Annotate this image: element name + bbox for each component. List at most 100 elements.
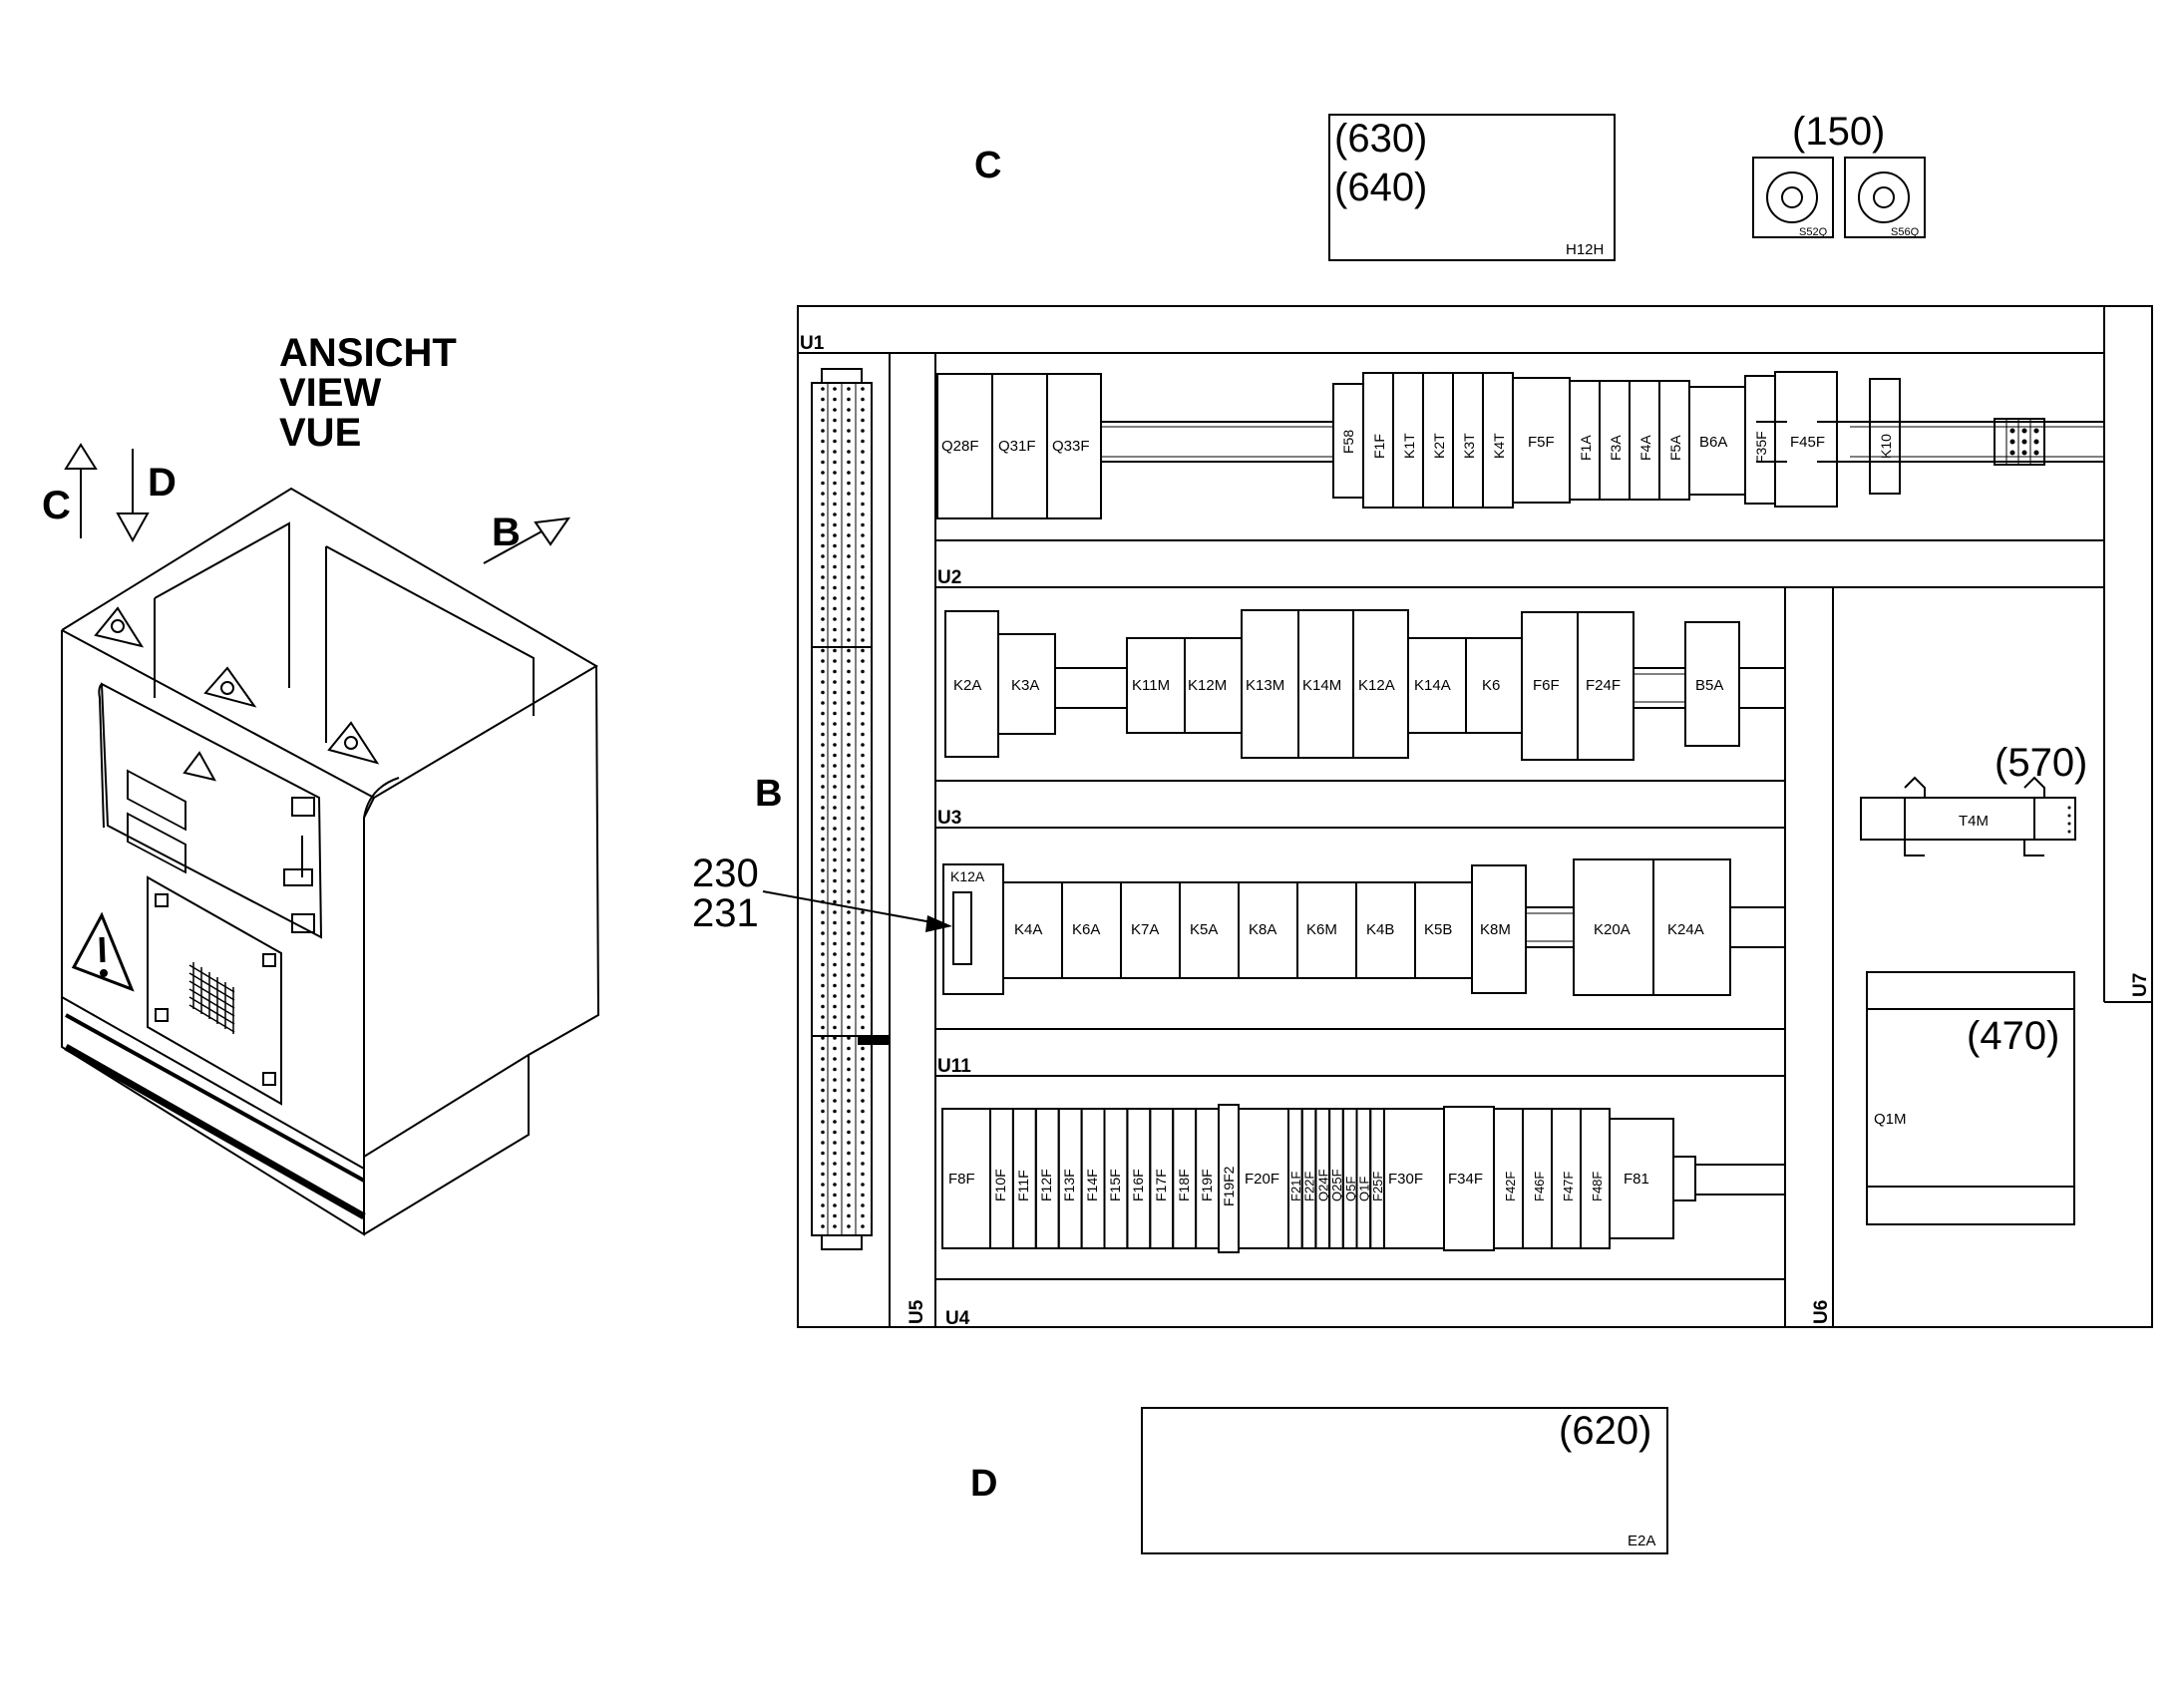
terminal-dot — [847, 1046, 851, 1051]
terminal-dot — [821, 743, 825, 747]
terminal-dot — [833, 1067, 837, 1072]
section-d-label: D — [970, 1463, 997, 1505]
u2-k14m: K14M — [1302, 677, 1341, 694]
terminal-dot — [847, 638, 851, 642]
terminal-dot — [861, 878, 865, 883]
terminal-dot — [821, 774, 825, 779]
terminal-dot — [821, 1046, 825, 1051]
terminal-dot — [833, 837, 837, 842]
terminal-dot — [821, 627, 825, 632]
terminal-dot — [847, 460, 851, 465]
terminal-dot — [847, 952, 851, 956]
terminal-dot — [847, 1162, 851, 1166]
u11-f16f: F16F — [1130, 1169, 1146, 1201]
terminal-dot — [847, 1099, 851, 1103]
terminal-dot — [833, 1224, 837, 1228]
terminal-dot — [821, 931, 825, 935]
u11-f22f: F22F — [1302, 1172, 1317, 1201]
u11-f48f: F48F — [1590, 1172, 1605, 1201]
terminal-dot — [861, 1213, 865, 1218]
terminal-dot — [847, 732, 851, 737]
terminal-dot — [861, 1067, 865, 1072]
section-c-label: C — [974, 145, 1001, 186]
terminal-dot — [821, 889, 825, 893]
terminal-dot — [833, 617, 837, 621]
terminal-dot — [847, 857, 851, 862]
u11-f8f: F8F — [948, 1171, 975, 1188]
terminal-dot — [821, 795, 825, 800]
terminal-dot — [847, 1141, 851, 1145]
terminal-dot — [821, 1015, 825, 1019]
terminal-dot — [833, 492, 837, 496]
terminal-dot — [833, 397, 837, 402]
terminal-dot — [821, 1141, 825, 1145]
terminal-dot — [861, 1141, 865, 1145]
arrow-diagonal-icon — [534, 516, 571, 546]
terminal-dot — [861, 1151, 865, 1156]
terminal-dot — [861, 554, 865, 558]
terminal-dot — [847, 837, 851, 842]
terminal-dot — [833, 533, 837, 537]
u11-f81: F81 — [1624, 1171, 1649, 1188]
arrow-up-icon — [64, 443, 98, 470]
terminal-dot — [847, 680, 851, 684]
u2-k13m: K13M — [1246, 677, 1284, 694]
u1-q28f: Q28F — [941, 438, 979, 455]
terminal-dot — [847, 512, 851, 516]
terminal-dot — [833, 962, 837, 967]
rail-u11: U11 — [937, 1056, 971, 1077]
terminal-dot — [847, 827, 851, 831]
terminal-dot — [821, 1057, 825, 1061]
terminal-dot — [821, 564, 825, 569]
terminal-dot — [847, 1183, 851, 1187]
rail-u5: U5 — [907, 1299, 927, 1324]
terminal-dot — [861, 1162, 865, 1166]
terminal-dot — [861, 973, 865, 977]
terminal-dot — [833, 554, 837, 558]
terminal-dot — [847, 941, 851, 946]
terminal-dot — [833, 722, 837, 726]
terminal-dot — [833, 848, 837, 852]
u3-k5b: K5B — [1424, 921, 1452, 938]
terminal-dot — [821, 753, 825, 758]
terminal-dot — [821, 690, 825, 695]
terminal-dot — [821, 659, 825, 663]
terminal-dot — [821, 1120, 825, 1124]
terminal-dot — [833, 1015, 837, 1019]
terminal-dot — [847, 910, 851, 914]
terminal-dot — [847, 596, 851, 600]
terminal-dot — [861, 764, 865, 768]
terminal-dot — [821, 711, 825, 716]
terminal-dot — [861, 889, 865, 893]
terminal-dot — [847, 533, 851, 537]
terminal-dot — [861, 659, 865, 663]
terminal-dot — [821, 585, 825, 590]
view-title-line-2: VIEW — [279, 371, 381, 415]
terminal-dot — [833, 606, 837, 611]
terminal-dot — [847, 994, 851, 998]
terminal-dot — [847, 1109, 851, 1114]
terminal-dot — [833, 899, 837, 904]
terminal-dot — [861, 857, 865, 862]
u1-b6a: B6A — [1699, 434, 1727, 451]
terminal-dot — [847, 1213, 851, 1218]
terminal-dot — [847, 1120, 851, 1124]
u3-k7a: K7A — [1131, 921, 1159, 938]
terminal-dot — [833, 1004, 837, 1009]
terminal-dot — [861, 1099, 865, 1103]
terminal-dot — [847, 1025, 851, 1030]
terminal-dot — [847, 648, 851, 653]
terminal-dot — [861, 471, 865, 475]
terminal-dot — [861, 606, 865, 611]
terminal-dot — [861, 931, 865, 935]
label-e2a: E2A — [1628, 1533, 1655, 1549]
terminal-dot — [821, 408, 825, 412]
u2-k12a: K12A — [1358, 677, 1395, 694]
terminal-dot — [847, 471, 851, 475]
terminal-dot — [821, 857, 825, 862]
u11-q24f: Q24F — [1315, 1169, 1330, 1201]
terminal-dot — [861, 460, 865, 465]
terminal-dot — [861, 806, 865, 810]
terminal-dot — [847, 1151, 851, 1156]
terminal-dot — [861, 743, 865, 747]
